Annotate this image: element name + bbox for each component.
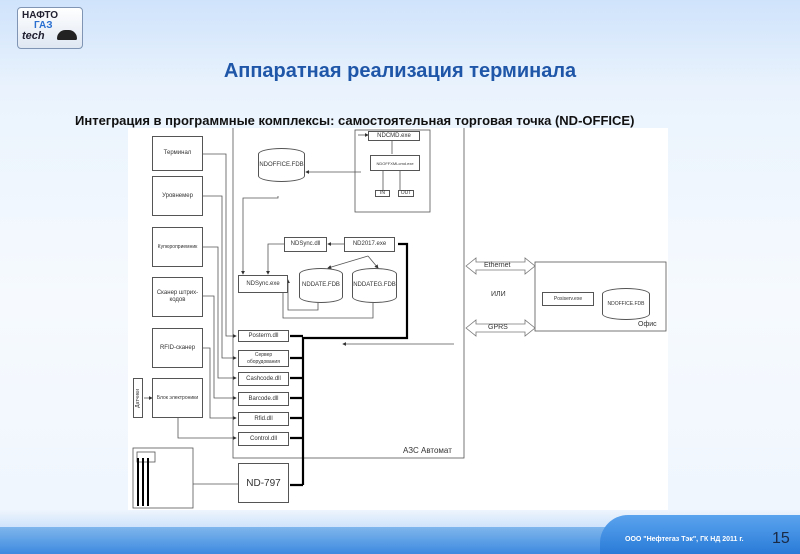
device-terminal: Терминал [152,136,203,171]
nd797-controller: ND-797 [238,463,289,503]
or-label: ИЛИ [491,291,506,298]
sensors-label: Датчики [134,388,141,408]
logo-text-3: tech [22,30,45,42]
cloud-icon [57,30,77,40]
page-title: Аппаратная реализация терминала [223,60,577,82]
device-rfid-scanner: RFID-сканер [152,328,203,368]
device-bill-acceptor: Купюроприемник [152,227,203,267]
ndsync-dll-box: NDSync.dll [284,237,327,252]
out-folder: OUT [398,190,414,197]
footer-divider [0,510,800,527]
footer-tab [600,515,800,554]
ndcmd-box: NDCMD.exe [368,131,420,141]
office-database: NDOFFICE.FDB [602,288,650,320]
dll-control: Control.dll [238,432,289,446]
ndsync-exe-box: NDSync.exe [238,275,288,293]
ethernet-label: Ethernet [484,262,511,269]
dll-rfid: Rfid.dll [238,412,289,426]
company-logo: НАФТО ГАЗ tech [17,7,83,49]
in-folder: IN [375,190,390,197]
container-label: АЗС Автомат [403,446,452,455]
sensors-box: Датчики [133,378,143,418]
architecture-diagram: Терминал Уровнемер Купюроприемник Сканер… [128,128,668,510]
dll-barcode: Barcode.dll [238,392,289,406]
nd2017-box: ND2017.exe [344,237,395,252]
dll-cashcode: Cashcode.dll [238,372,289,386]
ndoffxml-box: NDOFFXMLcmd.exe [370,155,420,171]
nddateg-database: NDDATEG.FDB [352,268,397,303]
nddate-database: NDDATE.FDB [299,268,343,303]
device-barcode-scanner: Сканер штрих-кодов [152,277,203,317]
logo-text-1: НАФТО [22,10,58,21]
ndoffice-database: NDOFFICE.FDB [258,148,305,182]
dll-posterm: Posterm.dll [238,330,289,342]
page-subtitle: Интеграция в программные комплексы: само… [75,113,635,128]
dll-equipment-server: Сервер оборудования [238,350,289,367]
logo-text-2: ГАЗ [34,20,53,31]
footer-company: ООО "Нефтегаз Тэк", ГК НД 2011 г. [625,536,744,543]
device-electronics-block: Блок электроники [152,378,203,418]
gprs-label: GPRS [488,324,508,331]
connector-lines [132,128,667,509]
office-label: Офис [638,321,657,328]
posiserv-box: Posiserv.exe [542,292,594,306]
page-number: 15 [772,530,790,547]
device-level-gauge: Уровнемер [152,176,203,216]
